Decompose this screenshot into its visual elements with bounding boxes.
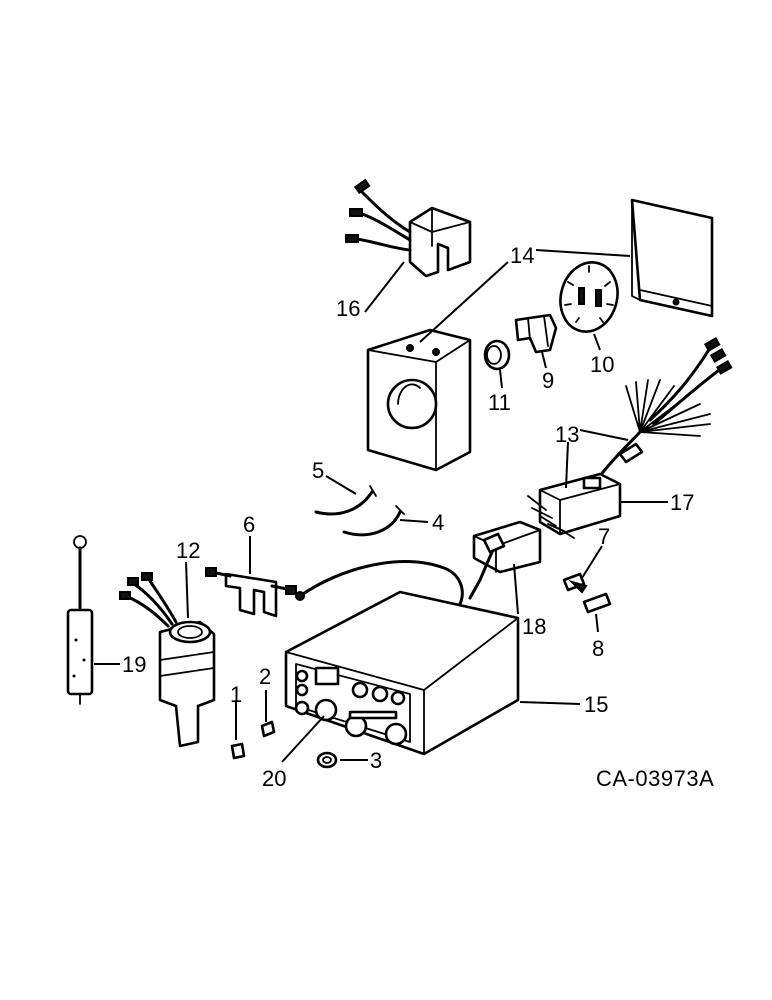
- part-6-terminal-strip: [205, 567, 297, 618]
- part-14-plate: [630, 198, 714, 318]
- callout-17: 17: [670, 490, 694, 515]
- part-16-connector-bracket: [345, 178, 472, 278]
- callout-15: 15: [584, 692, 608, 717]
- part-9-clip: [514, 313, 558, 354]
- part-12-handle: [119, 572, 216, 748]
- part-11-bushing: [483, 339, 511, 371]
- part-19-rod: [66, 535, 94, 705]
- drawing-code: CA-03973A: [596, 766, 714, 791]
- callout-labels: 16 14 11 9 10 13 17 5 4 6 7 18 8 12 19 2…: [122, 243, 714, 791]
- callout-5: 5: [312, 458, 324, 483]
- callout-19: 19: [122, 652, 146, 677]
- part-13-wiring-harness: [598, 337, 733, 478]
- main-wiring: [295, 560, 464, 606]
- callout-13: 13: [555, 422, 579, 447]
- callout-14: 14: [510, 243, 534, 268]
- callout-4: 4: [432, 510, 444, 535]
- callout-20: 20: [262, 766, 286, 791]
- callout-18: 18: [522, 614, 546, 639]
- callout-3: 3: [370, 748, 382, 773]
- part-3-knob: [316, 751, 338, 769]
- part-5-hose: [314, 485, 377, 516]
- callout-11: 11: [488, 390, 511, 415]
- part-10-gauge-dial: [559, 261, 619, 333]
- part-1-cap: [230, 742, 246, 760]
- part-8-fitting: [582, 592, 612, 614]
- part-4-hose: [342, 505, 405, 537]
- leader-lines: [94, 249, 668, 763]
- callout-8: 8: [592, 636, 604, 661]
- callout-9: 9: [542, 368, 554, 393]
- part-15-control-box: [284, 590, 520, 756]
- callout-2: 2: [259, 664, 271, 689]
- part-17-connector: [527, 472, 622, 539]
- callout-6: 6: [243, 512, 255, 537]
- callout-1: 1: [230, 682, 242, 707]
- callout-10: 10: [590, 352, 614, 377]
- callout-12: 12: [176, 538, 200, 563]
- part-18-sensor: [468, 520, 542, 600]
- part-2-bulb: [260, 720, 276, 738]
- part-7-fitting: [562, 572, 588, 594]
- callout-16: 16: [336, 296, 360, 321]
- part-14-housing: [366, 328, 472, 472]
- callout-7: 7: [598, 524, 610, 549]
